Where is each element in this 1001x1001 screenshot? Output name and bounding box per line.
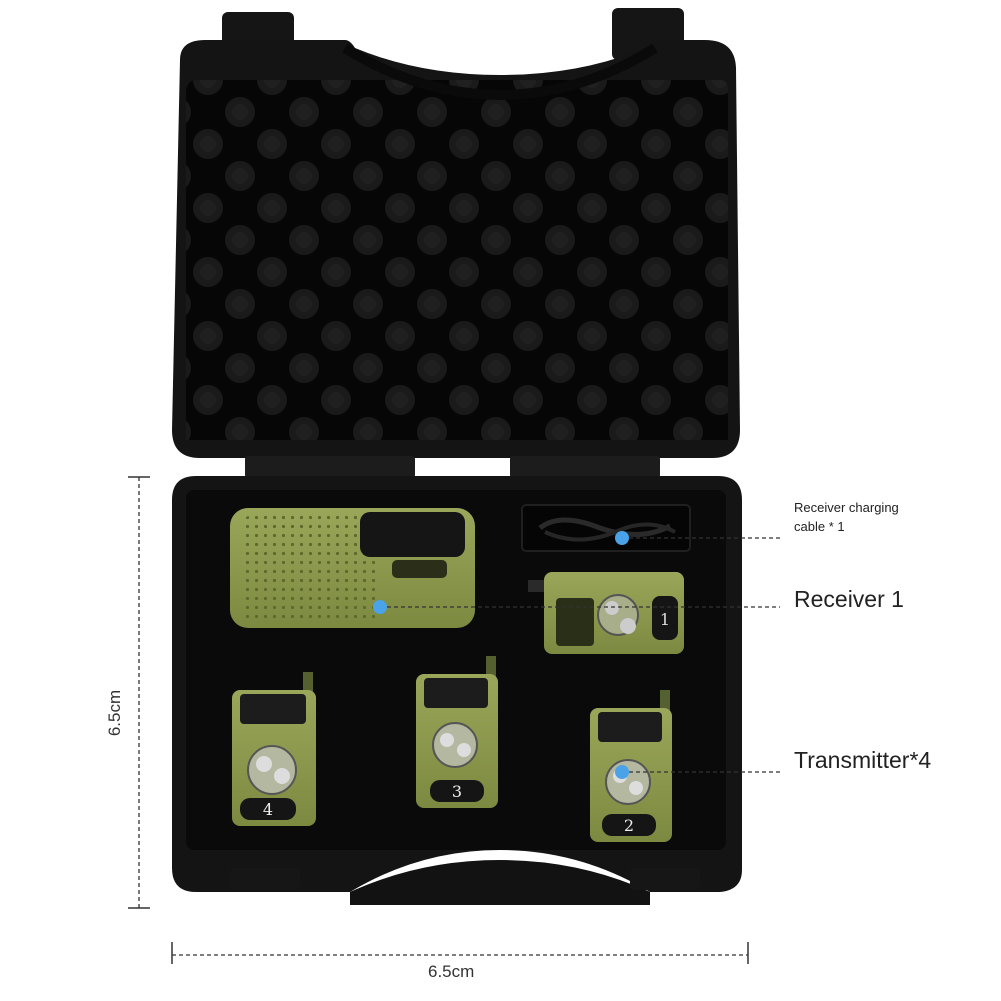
transmitter-2: 2 — [590, 690, 672, 842]
receiver-device — [230, 508, 475, 628]
width-dimension-label: 6.5cm — [428, 962, 475, 981]
marker-dot-transmitter — [615, 765, 629, 779]
height-dimension-label: 6.5cm — [105, 689, 125, 737]
charging-cable — [521, 504, 691, 552]
marker-dot-cable — [615, 531, 629, 545]
case-hinges — [245, 456, 660, 478]
marker-dot-receiver — [373, 600, 387, 614]
transmitter-4: 4 — [232, 672, 316, 826]
height-dimension-line — [128, 476, 150, 909]
callout-lines — [380, 537, 780, 773]
width-dimension-line — [171, 942, 749, 964]
transmitter-number-3: 3 — [452, 782, 462, 801]
receiver-label: Receiver 1 — [794, 586, 904, 612]
transmitter-number-4: 4 — [263, 800, 273, 819]
charging-cable-label: Receiver charging cable * 1 — [794, 500, 899, 534]
receiver-unit-1: 1 — [528, 572, 684, 654]
transmitter-label: Transmitter*4 — [794, 747, 932, 773]
case-lid — [172, 8, 740, 458]
transmitter-3: 3 — [416, 656, 498, 808]
transmitter-number-2: 2 — [624, 816, 634, 835]
unit-number-1: 1 — [660, 610, 670, 629]
